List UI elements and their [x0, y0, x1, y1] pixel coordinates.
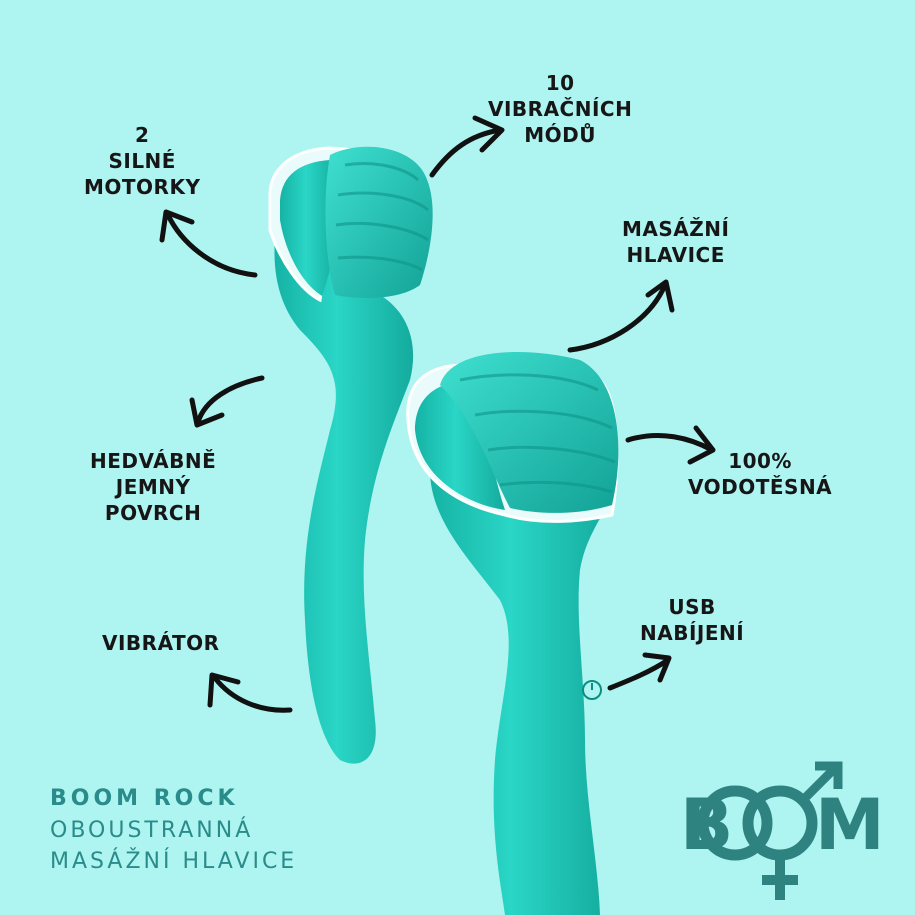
label-vibrator: VIBRÁTOR	[102, 631, 220, 655]
product-subtitle-1: OBOUSTRANNÁ	[50, 818, 254, 843]
product-name: BOOM ROCK	[50, 786, 239, 811]
label-motors: 2 SILNÉ MOTORKY	[84, 123, 201, 199]
label-surface: HEDVÁBNĚ JEMNÝ POVRCH	[90, 449, 217, 525]
arrow-motors-icon	[159, 209, 258, 278]
arrow-usb-icon	[607, 652, 672, 691]
arrow-modes-icon	[429, 115, 505, 178]
boom-logo-symbols	[697, 761, 843, 900]
power-button-icon	[582, 680, 602, 700]
massage-head-ridges-right	[440, 352, 619, 513]
logo-letter-m: M	[815, 784, 885, 866]
product-subtitle-2: MASÁŽNÍ HLAVICE	[50, 849, 298, 874]
massage-head-ridges-left	[325, 146, 433, 298]
label-waterproof: 100% VODOTĚSNÁ	[688, 449, 833, 499]
logo-letter-b: B	[680, 784, 734, 866]
arrow-surface-icon	[189, 375, 265, 428]
arrows	[159, 115, 716, 713]
massager-front-view	[406, 352, 619, 915]
label-usb: USB NABÍJENÍ	[640, 595, 745, 645]
arrow-vibrator-icon	[207, 672, 293, 713]
arrow-head-icon	[567, 279, 675, 353]
label-modes: 10 VIBRAČNÍCH MÓDŮ	[488, 71, 633, 147]
label-head: MASÁŽNÍ HLAVICE	[622, 217, 730, 267]
massager-side-view	[268, 146, 433, 764]
arrow-waterproof-icon	[625, 425, 716, 465]
